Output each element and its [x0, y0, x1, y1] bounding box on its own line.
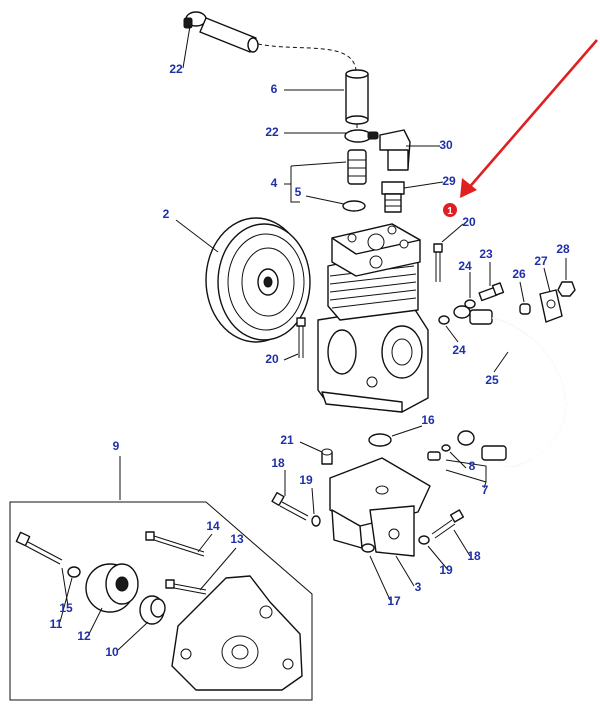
callout-21: 21 [280, 433, 294, 447]
callout-14: 14 [206, 519, 220, 533]
callout-3: 3 [415, 580, 422, 594]
callout-4: 4 [271, 176, 278, 190]
compressor-pulley [205, 217, 311, 343]
washer-19-right [418, 535, 430, 545]
elbow-fitting [379, 129, 411, 171]
hose-clamp-middle [344, 129, 379, 143]
bolt-15 [15, 531, 63, 565]
callout-24b: 24 [452, 343, 466, 357]
hose-section-6 [345, 69, 369, 125]
callout-20a: 20 [462, 215, 476, 229]
callout-27: 27 [534, 254, 548, 268]
o-ring-5 [342, 200, 366, 212]
seal-8 [441, 444, 451, 452]
callout-19b: 19 [439, 563, 453, 577]
banjo-bolt-23 [478, 282, 505, 302]
callout-17: 17 [387, 594, 401, 608]
inset-frame [9, 501, 313, 701]
delivery-pipe-25 [453, 305, 567, 468]
o-ring-16 [368, 433, 392, 447]
callout-18b: 18 [467, 549, 481, 563]
bolt-20-upper [433, 243, 443, 282]
callout-5: 5 [295, 185, 302, 199]
bolt-18-right [431, 509, 465, 539]
bolt-13 [165, 579, 207, 595]
callout-30: 30 [439, 138, 453, 152]
callout-9: 9 [113, 439, 120, 453]
callout-19a: 19 [299, 473, 313, 487]
nipple-8 [427, 451, 441, 461]
callout-16: 16 [421, 413, 435, 427]
callout-22b: 22 [265, 125, 279, 139]
washer-11 [67, 566, 81, 578]
tensioner-bracket [171, 575, 303, 691]
adapter-fitting [381, 181, 405, 213]
callout-11: 11 [50, 617, 63, 631]
callout-23: 23 [479, 247, 493, 261]
washer-24-lower [438, 315, 450, 325]
callout-6: 6 [271, 82, 278, 96]
union-fitting [347, 149, 367, 185]
callout-28: 28 [556, 242, 570, 256]
callout-26: 26 [512, 267, 526, 281]
bolt-20-lower [296, 317, 306, 358]
callout-10: 10 [105, 645, 119, 659]
callout-7: 7 [482, 483, 489, 497]
mounting-bracket-3 [329, 457, 431, 557]
callout-13: 13 [230, 532, 244, 546]
callout-labels: 22 6 22 30 4 29 5 2 20 23 28 24 27 26 20 24 25 9 16 21 18 8 19… [50, 62, 570, 659]
bolt-18-left [271, 491, 309, 521]
hose-route-line [257, 43, 357, 71]
washer-24-upper [464, 299, 476, 309]
highlight-badge: 1 [443, 203, 457, 217]
callout-2: 2 [163, 207, 170, 221]
nut-28 [557, 281, 576, 297]
callout-25: 25 [485, 373, 499, 387]
leader-lines [59, 25, 567, 651]
callout-29: 29 [442, 174, 456, 188]
hose-upper [199, 17, 259, 53]
callout-24a: 24 [458, 259, 472, 273]
callout-12: 12 [77, 629, 91, 643]
bush-26 [519, 303, 531, 315]
air-compressor [317, 223, 429, 413]
callout-20b: 20 [265, 352, 279, 366]
tensioner-roller-12 [85, 563, 139, 613]
callout-22a: 22 [169, 62, 183, 76]
red-pointer-arrow [460, 39, 598, 198]
washer-19-left [311, 515, 321, 527]
callout-8: 8 [469, 459, 476, 473]
callout-18a: 18 [271, 456, 285, 470]
nut-21 [321, 448, 333, 465]
spacer-10 [139, 595, 166, 625]
highlight-badge-text: 1 [447, 206, 453, 217]
bolt-14 [145, 531, 205, 557]
callout-15: 15 [59, 601, 73, 615]
